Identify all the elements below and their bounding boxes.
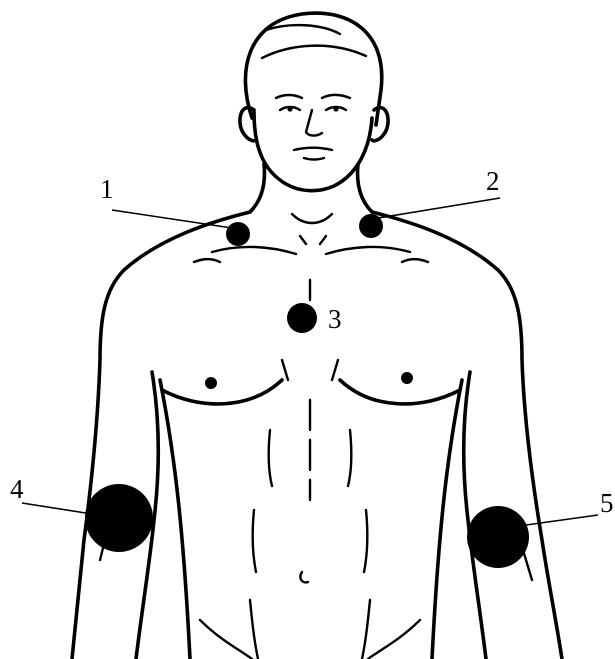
marker-label-3: 3 <box>328 304 342 334</box>
marker-label-5: 5 <box>600 488 614 518</box>
leader-line-4 <box>22 503 92 514</box>
head <box>240 95 388 191</box>
marker-label-2: 2 <box>486 166 500 196</box>
marker-dot-5 <box>467 506 529 568</box>
leader-line-2 <box>378 198 500 218</box>
torso <box>72 212 562 659</box>
marker-label-1: 1 <box>100 174 114 204</box>
marker-label-4: 4 <box>10 474 24 504</box>
marker-dot-4 <box>85 484 153 552</box>
marker-dot-1 <box>226 222 250 246</box>
neck <box>250 164 372 244</box>
leader-line-1 <box>112 210 232 228</box>
hair <box>245 13 381 125</box>
marker-dot-3 <box>287 303 317 333</box>
